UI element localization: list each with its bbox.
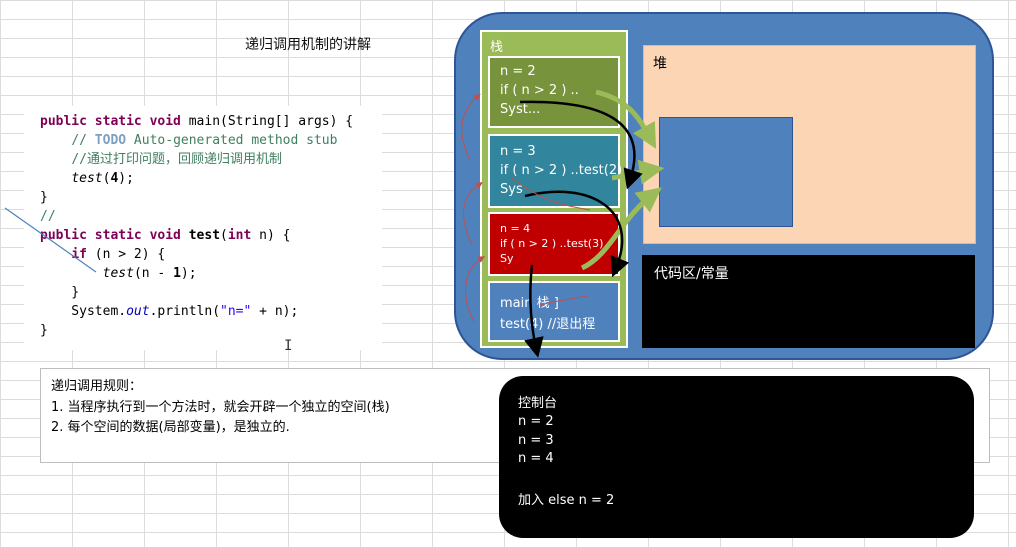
code-panel: public static void main(String[] args) {… bbox=[24, 106, 382, 350]
page-title: 递归调用机制的讲解 bbox=[245, 37, 371, 53]
code-line-3: //通过打印问题，回顾递归调用机制 bbox=[71, 152, 282, 167]
text-cursor-icon: I bbox=[284, 338, 293, 354]
rule-item-2: 2. 每个空间的数据(局部变量)，是独立的. bbox=[51, 420, 290, 435]
frame-line: Syst... bbox=[500, 102, 541, 117]
frame-line: if ( n > 2 ) .. bbox=[500, 83, 579, 98]
heap-label: 堆 bbox=[653, 56, 667, 72]
code-line-2: // TODO Auto-generated method stub bbox=[71, 133, 338, 148]
stack-label: 栈 bbox=[490, 40, 504, 55]
code-area-label: 代码区/常量 bbox=[654, 266, 729, 282]
red-arrow-icon bbox=[465, 256, 486, 323]
console-panel: 控制台 n = 2 n = 3 n = 4 加入 else n = 2 bbox=[499, 376, 974, 538]
green-arrow-icon bbox=[580, 187, 662, 271]
frame-line: if ( n > 2 ) ..test(3) bbox=[500, 237, 604, 250]
red-arrow-icon bbox=[539, 295, 589, 306]
red-arrow-icon bbox=[463, 182, 483, 246]
code-listing: public static void main(String[] args) {… bbox=[40, 114, 354, 338]
stack-frame-n3: n = 3 if ( n > 2 ) ..test(2) Sys bbox=[488, 134, 623, 208]
console-title: 控制台 bbox=[518, 396, 558, 411]
console-line: n = 3 bbox=[518, 433, 554, 448]
frame-line: n = 4 bbox=[500, 222, 531, 235]
heap-object bbox=[659, 117, 793, 227]
rule-item-1: 1. 当程序执行到一个方法时，就会开辟一个独立的空间(栈) bbox=[51, 400, 390, 415]
red-arrow-icon bbox=[461, 93, 481, 161]
black-arrow-icon bbox=[524, 264, 544, 358]
console-line: n = 2 bbox=[518, 414, 554, 429]
code-constant-area bbox=[642, 255, 975, 348]
frame-line: n = 2 bbox=[500, 64, 536, 79]
console-line: n = 4 bbox=[518, 451, 554, 466]
code-line-1: main(String[] args) { bbox=[188, 114, 354, 129]
stack-frame-n4: n = 4 if ( n > 2 ) ..test(3) Sy bbox=[488, 212, 620, 276]
black-arrow-icon bbox=[519, 100, 643, 190]
frame-line: test(4) //退出程 bbox=[500, 317, 596, 332]
rules-heading: 递归调用规则： bbox=[51, 379, 143, 394]
frame-line: Sy bbox=[500, 252, 514, 265]
frame-line: n = 3 bbox=[500, 144, 536, 159]
frame-line: Sys bbox=[500, 182, 523, 197]
red-arrow-icon bbox=[511, 177, 591, 211]
pointer-arrow-icon bbox=[4, 207, 97, 273]
black-arrow-icon bbox=[524, 190, 630, 278]
console-line: 加入 else n = 2 bbox=[518, 493, 615, 508]
frame-line: if ( n > 2 ) ..test(2) bbox=[500, 163, 623, 178]
green-arrow-icon bbox=[595, 89, 657, 149]
stack-frame-main: main 栈 ] test(4) //退出程 bbox=[488, 281, 620, 342]
